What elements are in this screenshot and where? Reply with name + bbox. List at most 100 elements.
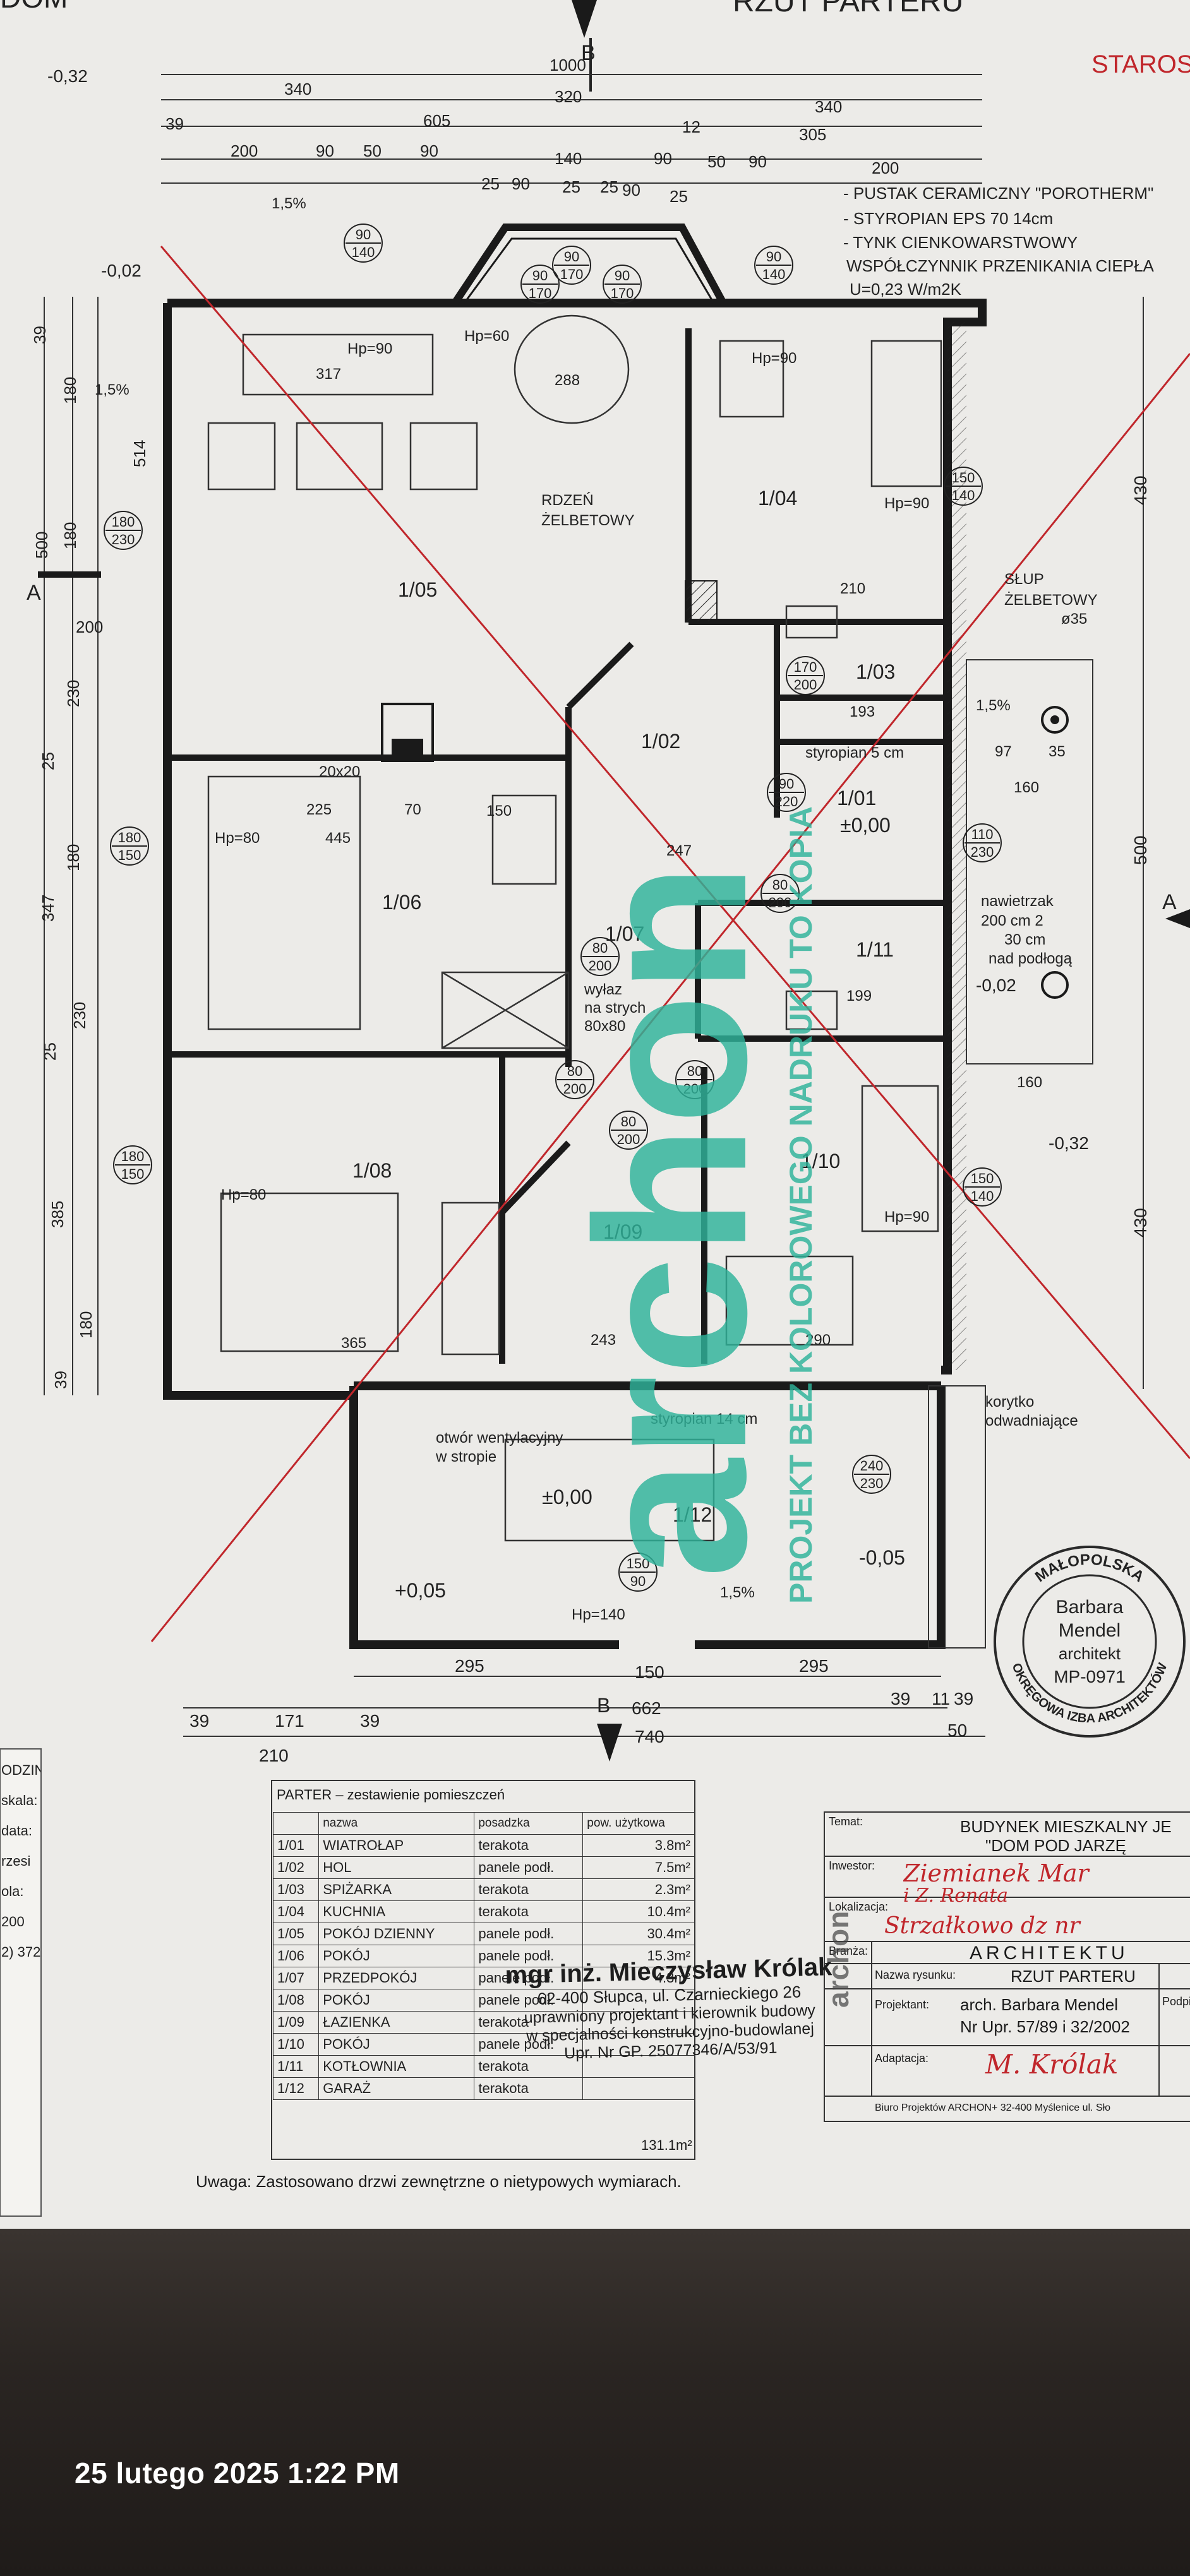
note-d150: 150 xyxy=(486,802,512,820)
opening-top: 170 xyxy=(794,659,817,675)
dim-right-1: 500 xyxy=(1131,835,1150,865)
wall-spec-2: - STYROPIAN EPS 70 14cm xyxy=(843,209,1053,228)
room-label-106: 1/06 xyxy=(382,891,421,914)
note-core-2: ŻELBETOWY xyxy=(541,512,635,529)
opening-bottom: 230 xyxy=(860,1476,884,1491)
tb-biuro: Biuro Projektów ARCHON+ 32-400 Myślenice… xyxy=(875,2102,1111,2113)
section-arrow-top xyxy=(572,0,597,38)
table-cell: ŁAZIENKA xyxy=(318,2011,475,2034)
floor-plan-drawing: DOM RZUT PARTERU STAROS B -0,32 -0,02 -0… xyxy=(0,0,1190,2217)
dim-top-1000: 1000 xyxy=(550,56,586,75)
opening-top: 240 xyxy=(860,1458,884,1474)
table-cell: POKÓJ xyxy=(318,2033,475,2056)
table-cell: HOL xyxy=(318,1856,475,1879)
archon-watermark: archon PROJEKT BEZ KOLOROWEGO NADRUKU TO… xyxy=(551,806,819,1604)
room-label-109: 1/09 xyxy=(603,1220,642,1243)
dim-top-r5-2: 25 xyxy=(562,177,580,196)
table-cell: 3.8m² xyxy=(582,1834,695,1857)
note-ceiling-vent-2: w stropie xyxy=(435,1448,496,1465)
tb-inwestor-label: Inwestor: xyxy=(829,1859,875,1872)
note-attic: wyłaz xyxy=(584,981,622,998)
dim-left-4: 180 xyxy=(61,522,80,549)
note-hp-2: Hp=60 xyxy=(464,328,509,345)
wall-spec-3: - TYNK CIENKOWARSTWOWY xyxy=(843,233,1078,252)
opening-top: 90 xyxy=(356,227,371,242)
dim-bottom-39b: 39 xyxy=(360,1711,380,1731)
note-slope-4: 1,5% xyxy=(720,1584,755,1601)
seal-name-2: Mendel xyxy=(1059,1620,1121,1641)
left-strip-item: 200 xyxy=(1,1914,25,1929)
table-cell: panele podł. xyxy=(474,1967,584,1989)
dim-left-1: 180 xyxy=(61,377,80,404)
note-hp-5: Hp=80 xyxy=(215,830,260,847)
opening-top: 150 xyxy=(971,1171,994,1186)
level-left: -0,02 xyxy=(101,261,141,280)
note-d445: 445 xyxy=(325,830,351,847)
opening-top: 90 xyxy=(532,268,548,283)
room-label-104: 1/04 xyxy=(758,487,797,510)
tb-inwestor-1: Ziemianek Mar xyxy=(903,1859,1089,1887)
dim-top-r5-1: 90 xyxy=(512,174,530,193)
seal-title: architekt xyxy=(1059,1644,1121,1663)
opening-top: 180 xyxy=(112,514,135,530)
table-cell: terakota xyxy=(474,1900,584,1923)
section-mark-bottom: B xyxy=(597,1694,610,1717)
table-cell: 1/05 xyxy=(272,1923,320,1945)
dim-left-9: 180 xyxy=(64,844,83,871)
table-cell: 1/04 xyxy=(272,1900,320,1923)
dim-right-2: 430 xyxy=(1131,1208,1150,1237)
room-label-111: 1/11 xyxy=(856,938,894,961)
note-styro-5: styropian 5 cm xyxy=(805,744,904,761)
dim-top-r4-4: 140 xyxy=(555,149,582,168)
dim-top-320: 320 xyxy=(555,87,582,106)
opening-top: 90 xyxy=(766,249,781,265)
opening-top: 80 xyxy=(772,877,788,893)
dim-bottom-39d: 39 xyxy=(954,1689,973,1708)
note-slope-2: 1,5% xyxy=(95,381,129,398)
room-label-110: 1/10 xyxy=(801,1150,840,1172)
tb-podpis-label: Podpis xyxy=(1162,1995,1190,2008)
dim-right-0: 430 xyxy=(1131,475,1150,505)
note-hp-7: Hp=90 xyxy=(884,1208,929,1225)
opening-bottom: 150 xyxy=(118,847,141,863)
table-cell: 7.5m² xyxy=(582,1856,695,1879)
dim-bottom-295b: 295 xyxy=(799,1656,829,1676)
table-cell: PRZEDPOKÓJ xyxy=(318,1967,475,1989)
table-cell: SPIŻARKA xyxy=(318,1878,475,1901)
note-d35: 35 xyxy=(1049,743,1066,760)
tb-projektant-1: arch. Barbara Mendel xyxy=(960,1995,1119,2014)
opening-top: 80 xyxy=(621,1114,636,1130)
section-mark-right: A xyxy=(1162,890,1177,914)
opening-bottom: 170 xyxy=(611,285,634,301)
note-d160a: 160 xyxy=(1014,779,1039,796)
architect-seal: MAŁOPOLSKA OKRĘGOWA IZBA ARCHITEKTÓW Bar… xyxy=(994,1546,1186,1738)
dim-bottom-39c: 39 xyxy=(891,1689,910,1708)
opening-bottom: 140 xyxy=(352,244,375,260)
room-table-note: Uwaga: Zastosowano drzwi zewnętrzne o ni… xyxy=(196,2172,682,2191)
table-header-cell: pow. użytkowa xyxy=(582,1812,695,1835)
left-strip-item: 2) 372 xyxy=(1,1944,40,1960)
table-cell: KOTŁOWNIA xyxy=(318,2055,475,2078)
chimney xyxy=(381,703,434,762)
table-cell: 1/02 xyxy=(272,1856,320,1879)
dim-top-r5-5: 25 xyxy=(670,187,688,206)
header-right-title: STAROS xyxy=(1091,51,1190,78)
tb-archon-side: archon xyxy=(822,1911,855,2008)
note-ceiling-vent: otwór wentylacyjny xyxy=(436,1429,563,1446)
dim-top-r4-2: 50 xyxy=(363,141,382,160)
opening-top: 180 xyxy=(121,1148,145,1164)
table-cell: POKÓJ xyxy=(318,1989,475,2012)
opening-bottom: 200 xyxy=(769,895,792,910)
